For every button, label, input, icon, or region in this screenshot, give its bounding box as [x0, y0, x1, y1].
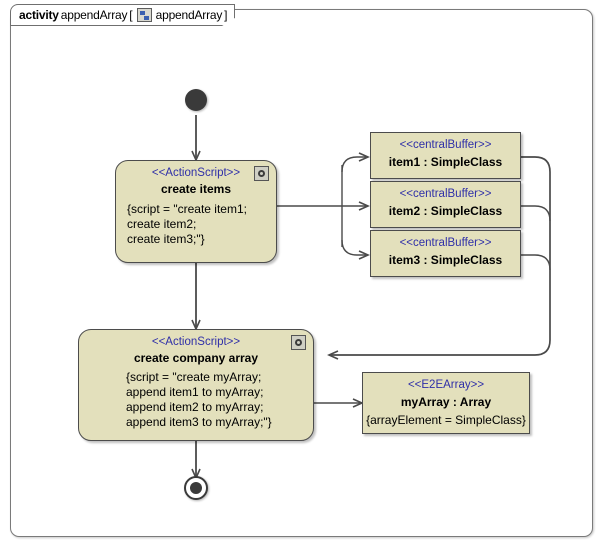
array-element-body: {arrayElement = SimpleClass}: [366, 413, 526, 427]
action-node-create-items[interactable]: <<ActionScript>> create items {script = …: [115, 160, 277, 263]
action-name: create company array: [133, 351, 259, 365]
action-name: create items: [160, 182, 232, 196]
activity-diagram-icon: [136, 8, 152, 22]
action-stereotype: <<ActionScript>>: [151, 336, 241, 348]
initial-node[interactable]: [185, 89, 207, 111]
buffer-name: item1 : SimpleClass: [388, 155, 503, 169]
buffer-stereotype: <<centralBuffer>>: [399, 188, 492, 200]
central-buffer-item2[interactable]: <<centralBuffer>> item2 : SimpleClass: [370, 181, 521, 228]
action-script-body: {script = "create item1; create item2; c…: [127, 202, 247, 246]
gear-icon: [254, 166, 269, 181]
action-script-body: {script = "create myArray; append item1 …: [126, 370, 272, 429]
frame-title-tab: activity appendArray [ appendArray ]: [10, 4, 236, 26]
buffer-name: item2 : SimpleClass: [388, 204, 503, 218]
frame-keyword: activity: [19, 8, 59, 22]
buffer-name: item3 : SimpleClass: [388, 253, 503, 267]
e2e-array-node-myarray[interactable]: <<E2EArray>> myArray : Array {arrayEleme…: [362, 372, 530, 434]
frame-bracket-open: [: [129, 8, 133, 22]
central-buffer-item3[interactable]: <<centralBuffer>> item3 : SimpleClass: [370, 230, 521, 277]
frame-inner-name: appendArray: [155, 8, 223, 22]
action-stereotype: <<ActionScript>>: [151, 167, 241, 179]
buffer-stereotype: <<centralBuffer>>: [399, 139, 492, 151]
central-buffer-item1[interactable]: <<centralBuffer>> item1 : SimpleClass: [370, 132, 521, 179]
frame-bracket-close: ]: [224, 8, 228, 22]
gear-icon-ring: [258, 170, 265, 177]
frame-name: appendArray: [60, 8, 128, 22]
array-stereotype: <<E2EArray>>: [407, 379, 485, 391]
activity-final-node[interactable]: [184, 476, 208, 500]
final-node-inner: [190, 482, 202, 494]
buffer-stereotype: <<centralBuffer>>: [399, 237, 492, 249]
gear-icon-ring: [295, 339, 302, 346]
gear-icon: [291, 335, 306, 350]
array-name: myArray : Array: [400, 395, 492, 409]
action-node-create-company-array[interactable]: <<ActionScript>> create company array {s…: [78, 329, 314, 441]
